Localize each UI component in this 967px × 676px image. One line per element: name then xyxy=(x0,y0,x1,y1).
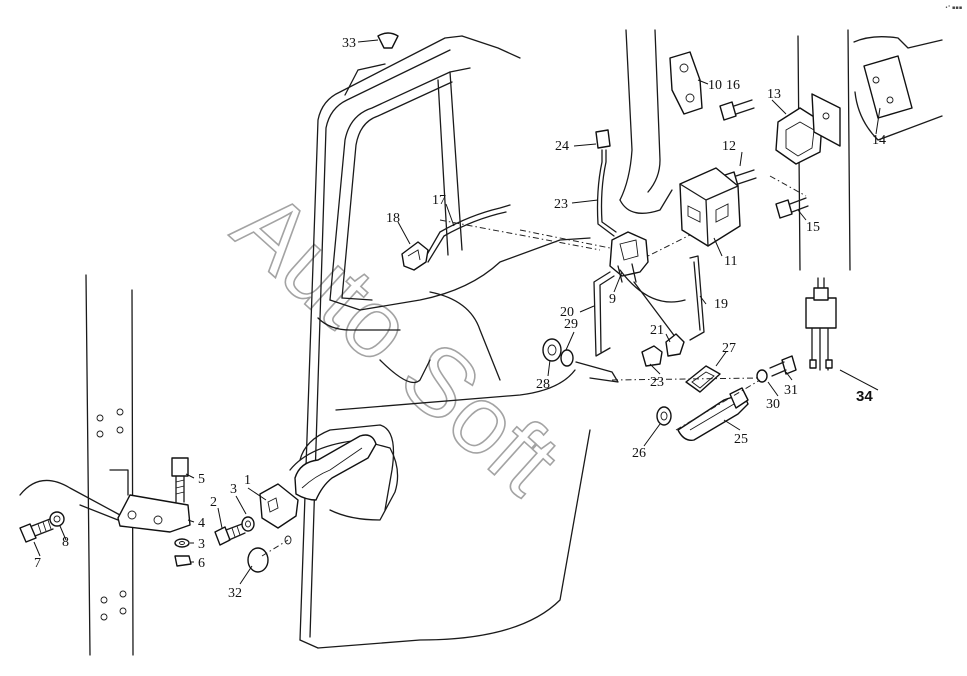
plate-bolt xyxy=(719,99,755,121)
mount-plate xyxy=(863,55,913,119)
nut xyxy=(174,555,192,567)
callout-3-upper: 3 xyxy=(230,482,237,497)
callout-11: 11 xyxy=(724,254,737,269)
callouts: 33 18 17 24 23 10 16 13 12 14 15 11 9 20… xyxy=(34,36,886,601)
callout-24: 24 xyxy=(555,139,569,154)
callout-7: 7 xyxy=(34,556,41,571)
callout-30: 30 xyxy=(766,397,780,412)
callout-18: 18 xyxy=(386,211,400,226)
outside-handle xyxy=(677,387,749,441)
callout-21: 21 xyxy=(650,323,664,338)
callout-28: 28 xyxy=(536,377,550,392)
bracket-bolt xyxy=(775,197,809,219)
exterior-handle xyxy=(294,434,377,501)
callout-5: 5 xyxy=(198,472,205,487)
callout-8: 8 xyxy=(62,535,69,550)
door-latch xyxy=(609,231,649,283)
pillar-holes xyxy=(96,408,127,621)
lock-button xyxy=(595,129,617,237)
b-pillar xyxy=(619,29,673,214)
callout-14: 14 xyxy=(872,133,886,148)
callout-3-lower: 3 xyxy=(198,537,205,552)
callout-20: 20 xyxy=(560,305,574,320)
hinge-pin-bolt xyxy=(171,457,189,503)
callout-34: 34 xyxy=(856,388,873,405)
callout-15: 15 xyxy=(806,220,820,235)
callout-12: 12 xyxy=(722,139,736,154)
callout-25: 25 xyxy=(734,432,748,447)
outside-rod xyxy=(689,255,705,341)
striker-block xyxy=(679,167,741,247)
callout-31: 31 xyxy=(784,383,798,398)
leader-lines xyxy=(33,39,881,585)
callout-13: 13 xyxy=(767,87,781,102)
rod-clip xyxy=(665,333,685,357)
handle-washer xyxy=(656,406,672,426)
callout-23-lower: 23 xyxy=(650,375,664,390)
roof-cap xyxy=(377,32,399,49)
striker-bracket xyxy=(259,483,299,529)
striker-bracket-group xyxy=(214,483,299,546)
callout-23-upper: 23 xyxy=(554,197,568,212)
callout-2: 2 xyxy=(210,495,217,510)
callout-29: 29 xyxy=(564,317,578,332)
bushing xyxy=(542,338,619,383)
striker-bracket-upper xyxy=(775,93,841,165)
washer xyxy=(174,538,190,548)
corner-mark: •° ▪▪▪ xyxy=(945,5,962,11)
hinge-bracket xyxy=(109,469,191,533)
callout-17: 17 xyxy=(432,193,446,208)
inside-rod xyxy=(593,271,611,357)
callout-4: 4 xyxy=(198,516,205,531)
hinge-mount-bolt xyxy=(19,511,65,543)
lock-plate xyxy=(669,51,703,115)
rod-clip-lower xyxy=(641,345,663,367)
callout-1: 1 xyxy=(244,473,251,488)
callout-33: 33 xyxy=(342,36,356,51)
callout-16: 16 xyxy=(726,78,740,93)
plug xyxy=(247,535,292,573)
door-switch xyxy=(805,277,837,371)
inside-handle xyxy=(401,241,429,271)
callout-19: 19 xyxy=(714,297,728,312)
remote-rod xyxy=(424,204,511,259)
callout-9: 9 xyxy=(609,292,616,307)
callout-6: 6 xyxy=(198,556,205,571)
callout-27: 27 xyxy=(722,341,736,356)
callout-10: 10 xyxy=(708,78,722,93)
callout-26: 26 xyxy=(632,446,646,461)
callout-32: 32 xyxy=(228,586,242,601)
hinge-pillar xyxy=(19,274,134,656)
door-panel xyxy=(289,35,591,649)
handle-bolt xyxy=(756,355,797,383)
